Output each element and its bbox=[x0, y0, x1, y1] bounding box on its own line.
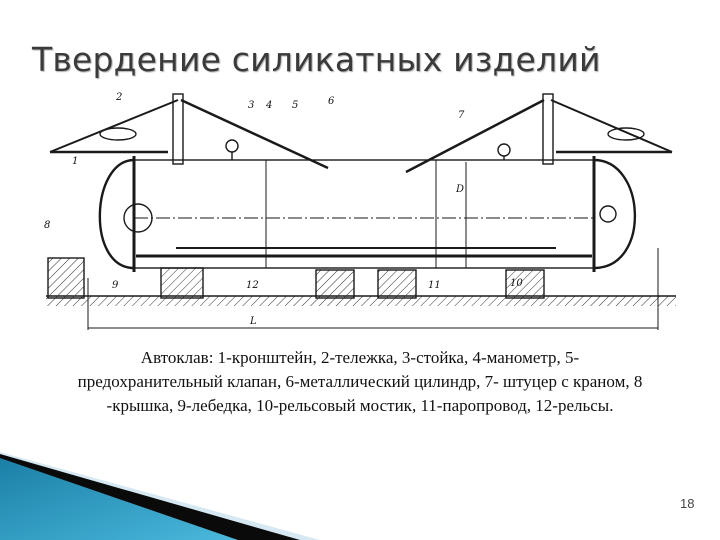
metal-cylinder bbox=[133, 159, 595, 269]
figure-caption: Автоклав: 1-кронштейн, 2-тележка, 3-стой… bbox=[20, 346, 700, 418]
caption-line: -крышка, 9-лебедка, 10-рельсовый мостик,… bbox=[106, 396, 614, 415]
decorative-corner bbox=[0, 452, 320, 540]
cover-right bbox=[593, 158, 637, 270]
label-l: L bbox=[249, 316, 257, 327]
label-7: 7 bbox=[458, 110, 465, 121]
caption-line: Автоклав: 1-кронштейн, 2-тележка, 3-стой… bbox=[140, 348, 580, 367]
page-number: 18 bbox=[680, 496, 695, 511]
label-3: 3 bbox=[248, 100, 254, 111]
autoclave-diagram: 2 1 3 4 5 6 7 8 9 10 11 12 D L bbox=[44, 92, 676, 330]
label-12: 12 bbox=[246, 280, 259, 291]
label-2: 2 bbox=[115, 92, 122, 103]
caption-line: предохранительный клапан, 6-металлически… bbox=[77, 372, 643, 391]
ground-hatch bbox=[46, 296, 676, 306]
foundation-left bbox=[47, 257, 85, 299]
label-4: 4 bbox=[265, 100, 272, 111]
label-11: 11 bbox=[428, 280, 441, 291]
label-1: 1 bbox=[72, 156, 78, 167]
cover-left bbox=[98, 158, 135, 270]
label-d: D bbox=[455, 184, 464, 195]
label-10: 10 bbox=[510, 278, 523, 289]
label-8: 8 bbox=[44, 220, 50, 231]
label-6: 6 bbox=[328, 96, 335, 107]
slide-title: Твердение силикатных изделий bbox=[32, 40, 601, 79]
label-5: 5 bbox=[292, 100, 298, 111]
label-9: 9 bbox=[112, 280, 119, 291]
winch-left bbox=[123, 203, 153, 233]
